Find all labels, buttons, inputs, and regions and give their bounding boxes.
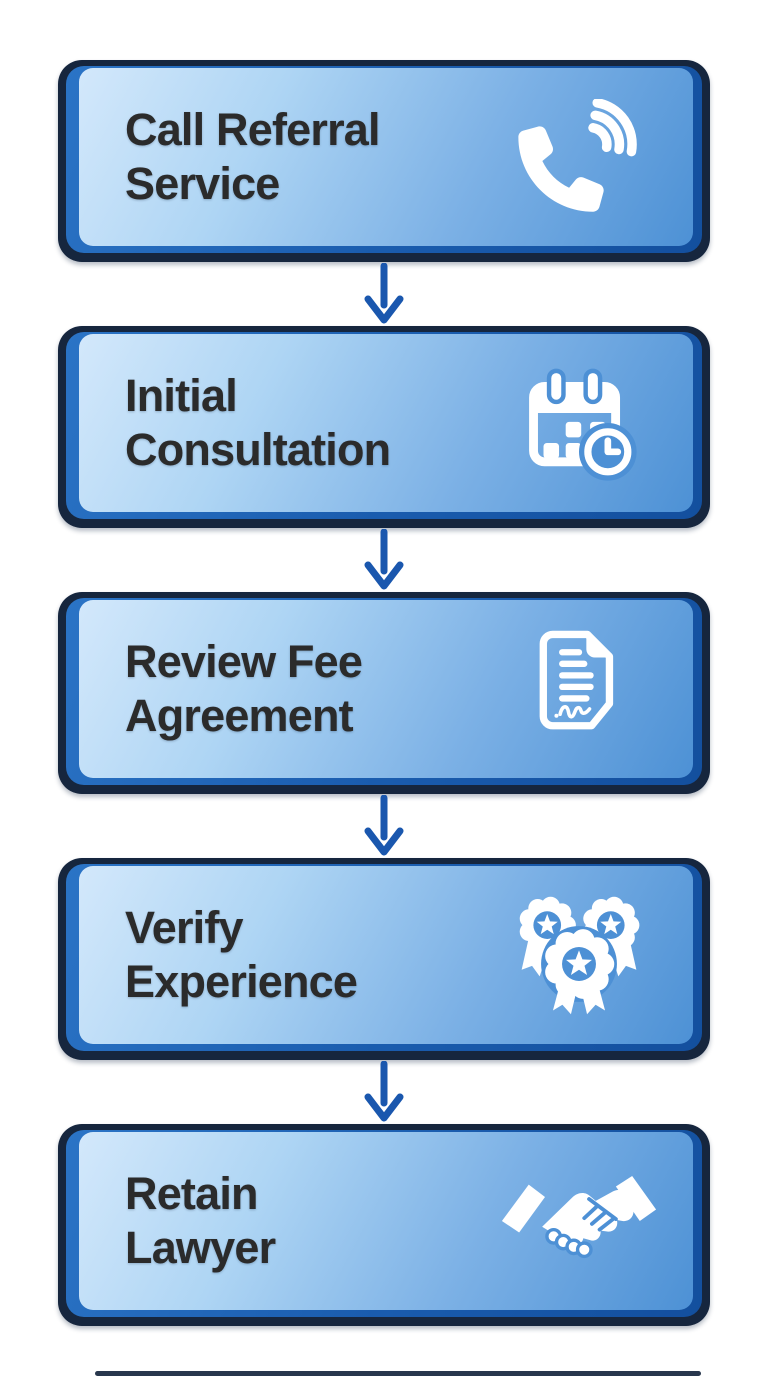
- step-label: Retain Lawyer: [79, 1167, 276, 1275]
- step-bevel: Retain Lawyer: [66, 1130, 702, 1317]
- document-signature-icon: [489, 626, 669, 752]
- flow-step-initial-consultation: Initial Consultation: [58, 326, 710, 528]
- step-label-line2: Service: [125, 158, 280, 209]
- step-label-line2: Experience: [125, 956, 358, 1007]
- step-face: Initial Consultation: [79, 334, 693, 512]
- step-label-line1: Verify: [125, 902, 244, 953]
- flow-arrow-down: [0, 1060, 768, 1124]
- award-ribbons-icon: [489, 891, 669, 1019]
- step-bevel: Review Fee Agreement: [66, 598, 702, 785]
- flow-arrow-down: [0, 528, 768, 592]
- step-label-line2: Consultation: [125, 424, 391, 475]
- step-bevel: Initial Consultation: [66, 332, 702, 519]
- flow-step-review-fee-agreement: Review Fee Agreement: [58, 592, 710, 794]
- step-label: Call Referral Service: [79, 103, 381, 211]
- step-label: Initial Consultation: [79, 369, 391, 477]
- step-face: Retain Lawyer: [79, 1132, 693, 1310]
- step-bevel: Verify Experience: [66, 864, 702, 1051]
- step-label-line1: Review Fee: [125, 636, 363, 687]
- step-face: Call Referral Service: [79, 68, 693, 246]
- step-label-line1: Retain: [125, 1168, 259, 1219]
- step-face: Verify Experience: [79, 866, 693, 1044]
- step-label-line1: Initial: [125, 370, 238, 421]
- step-face: Review Fee Agreement: [79, 600, 693, 778]
- step-label: Review Fee Agreement: [79, 635, 363, 743]
- step-label: Verify Experience: [79, 901, 358, 1009]
- flow-arrow-down: [0, 794, 768, 858]
- handshake-icon: [489, 1173, 669, 1269]
- flow-step-call-referral-service: Call Referral Service: [58, 60, 710, 262]
- phone-icon: [489, 99, 669, 215]
- step-bevel: Call Referral Service: [66, 66, 702, 253]
- calendar-clock-icon: [489, 362, 669, 484]
- step-label-line1: Call Referral: [125, 104, 381, 155]
- flow-step-verify-experience: Verify Experience: [58, 858, 710, 1060]
- flow-arrow-down: [0, 262, 768, 326]
- flow-step-retain-lawyer: Retain Lawyer: [58, 1124, 710, 1326]
- step-label-line2: Agreement: [125, 690, 354, 741]
- step-label-line2: Lawyer: [125, 1222, 276, 1273]
- cropped-box-edge: [95, 1371, 701, 1376]
